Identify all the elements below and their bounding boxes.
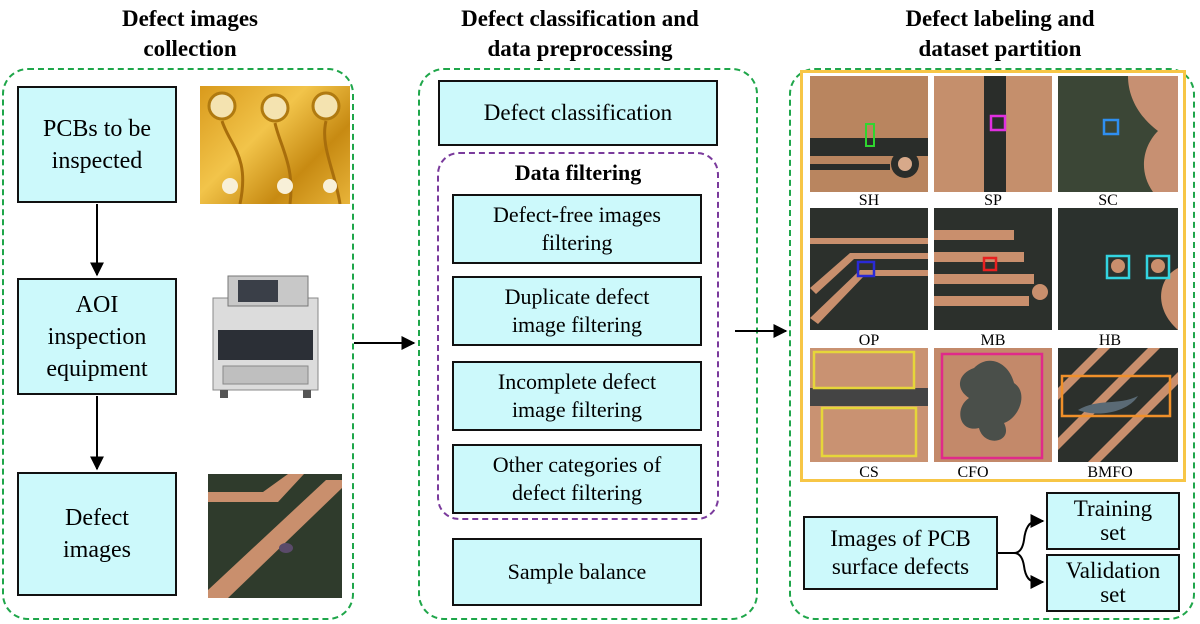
box-text: images [63,537,131,563]
arrow-to-training [998,514,1045,554]
tile-op [810,208,928,330]
box-text: equipment [46,355,148,382]
box-filter-defect-free: Defect-free images filtering [452,194,702,264]
tile-mb [934,208,1052,330]
box-text: Validation [1065,558,1161,583]
label-sc: SC [1098,192,1118,209]
label-sp: SP [984,192,1002,209]
panel-collection [2,68,354,620]
title-line: Defect images [121,6,258,31]
photo-pcb-boards [200,86,350,204]
panel-data-filtering [437,152,719,520]
tile-bmfo [1058,348,1178,462]
box-text: Sample balance [507,559,647,584]
label-data-filtering: Data filtering [514,160,642,185]
label-cfo: CFO [957,464,989,481]
box-text: set [1100,582,1126,607]
photo-defect-sample [208,474,342,598]
label-mb: MB [980,332,1006,349]
label-op: OP [858,332,880,349]
box-filter-other-categories: Other categories of defect filtering [452,444,702,514]
label-cs: CS [859,464,879,481]
title-line: data preprocessing [487,36,673,61]
label-hb: HB [1098,332,1122,349]
box-defect-classification: Defect classification [438,80,718,146]
box-defect-images: Defect images [17,472,177,596]
box-sample-balance: Sample balance [452,538,702,606]
box-text: set [1100,520,1126,545]
label-sh: SH [858,192,880,209]
title-line: Defect labeling and [905,6,1095,31]
box-text: Other categories of [492,452,662,477]
box-images-of-pcb-surface-defects: Images of PCB surface defects [803,516,998,590]
title-defect-labeling: Defect labeling and dataset partition [830,4,1170,64]
arrow-to-validation [998,552,1045,589]
box-text: Defect classification [483,100,673,125]
tile-sp [934,76,1052,192]
box-filter-incomplete: Incomplete defect image filtering [452,361,702,431]
box-text: Images of PCB [830,526,971,551]
box-text: Training [1073,496,1153,521]
label-bmfo: BMFO [1087,464,1133,481]
box-text: PCBs to be [42,115,152,142]
box-training-set: Training set [1046,492,1180,550]
box-validation-set: Validation set [1046,554,1180,612]
box-text: inspected [51,147,143,174]
box-text: filtering [541,230,613,255]
panel-labeling [789,68,1195,620]
title-defect-classification: Defect classification and data preproces… [400,4,760,64]
tile-cs [810,348,928,462]
box-text: Duplicate defect [504,284,650,309]
box-text: inspection [47,323,147,350]
tile-hb [1058,208,1178,330]
box-text: surface defects [831,554,970,579]
box-text: Defect [65,505,129,531]
box-text: defect filtering [511,480,643,505]
tile-sc [1058,76,1178,192]
box-filter-duplicate: Duplicate defect image filtering [452,276,702,346]
box-text: Defect-free images [493,202,661,227]
panel-preprocessing [418,68,758,620]
title-defect-images-collection: Defect images collection [40,4,340,64]
box-text: Incomplete defect [497,369,657,394]
box-pcbs-to-be-inspected: PCBs to be inspected [17,86,177,203]
photo-aoi-machine [198,268,333,403]
title-line: dataset partition [918,36,1082,61]
title-line: Defect classification and [461,6,699,31]
box-text: image filtering [511,312,643,337]
box-text: AOI [75,291,119,318]
tile-sh [810,76,928,192]
title-line: collection [143,36,237,61]
box-text: image filtering [511,397,643,422]
box-aoi-inspection-equipment: AOI inspection equipment [17,278,177,395]
tile-cfo [934,348,1052,462]
